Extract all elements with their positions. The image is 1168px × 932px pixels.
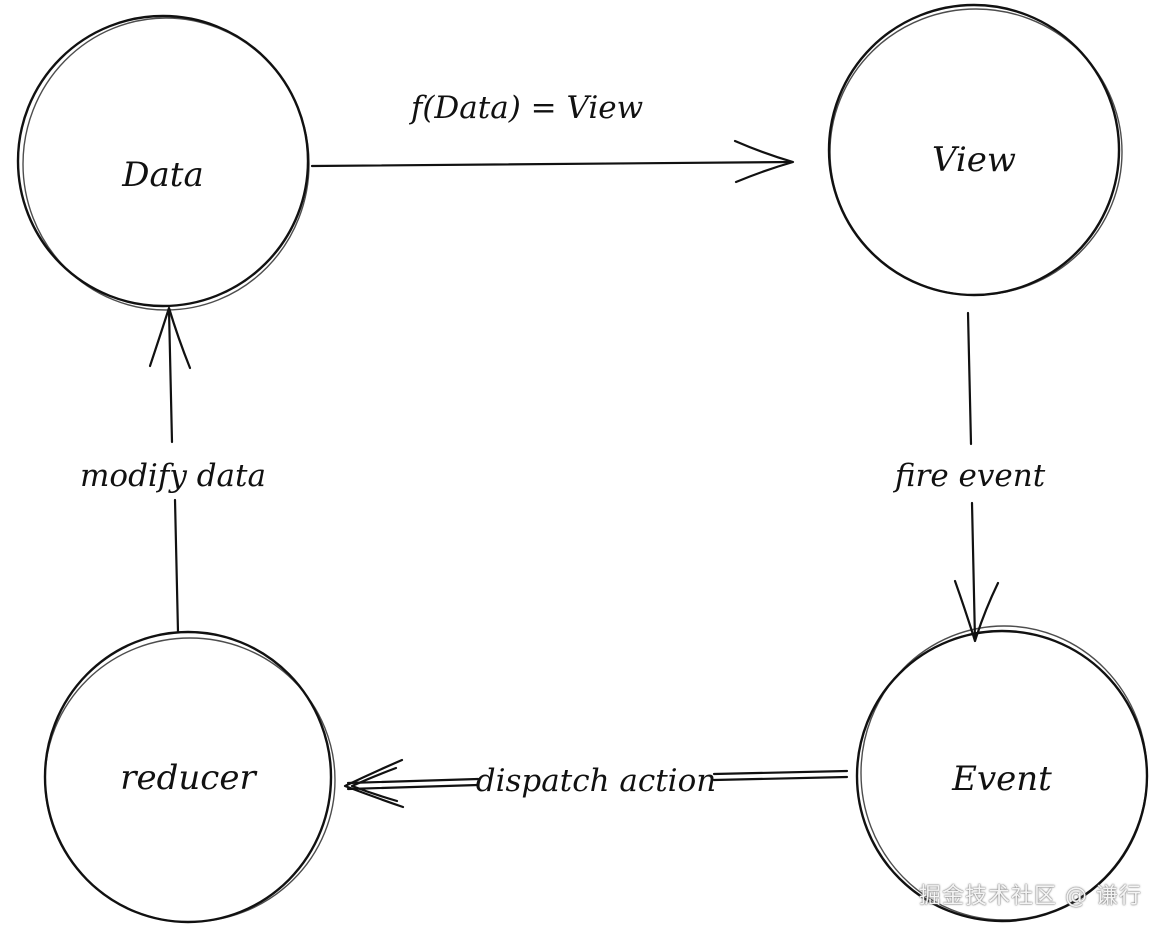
node-view-label: View [932,140,1016,180]
node-data-sketch [22,17,310,311]
node-data-circle [16,14,310,308]
edge-data-to-view: f(Data) = View [310,90,795,184]
edge-view-to-event-line-top [966,311,973,446]
edge-event-to-reducer-arrowhead-inner [350,766,399,803]
edge-view-to-event: fire event [893,311,1046,643]
node-view-sketch [829,8,1123,296]
node-event: Event [855,625,1149,923]
edge-data-to-view-arrowhead [733,139,795,184]
edge-event-to-reducer: dispatch action [343,758,849,809]
edge-view-to-event-arrowhead [953,579,1000,643]
node-reducer-label: reducer [120,758,257,798]
edge-event-to-reducer-label: dispatch action [476,763,716,799]
edge-event-to-reducer-line-left-b [346,783,480,791]
edge-data-to-view-label: f(Data) = View [409,90,643,126]
node-event-sketch [860,625,1148,921]
edge-event-to-reducer-arrowhead [343,758,405,809]
edge-view-to-event-label: fire event [893,458,1046,494]
edge-event-to-reducer-line-right-b [712,775,849,782]
node-view: View [827,3,1123,297]
edge-reducer-to-data: modify data [80,306,266,634]
node-data: Data [16,14,310,311]
edge-event-to-reducer-line-left-a [346,777,480,785]
edge-event-to-reducer-line-right-a [712,769,849,776]
edge-view-to-event-line-bottom [970,501,977,642]
edge-reducer-to-data-arrowhead [148,306,192,370]
edge-data-to-view-line [310,160,794,168]
node-reducer-sketch [44,637,336,923]
node-reducer: reducer [43,630,336,924]
edge-reducer-to-data-line-bottom [173,498,180,634]
edge-reducer-to-data-label: modify data [80,458,266,494]
node-data-label: Data [121,155,203,195]
watermark: 掘金技术社区 @ 谦行 [919,884,1142,909]
node-event-label: Event [951,759,1052,799]
edge-reducer-to-data-line-top [167,308,174,444]
